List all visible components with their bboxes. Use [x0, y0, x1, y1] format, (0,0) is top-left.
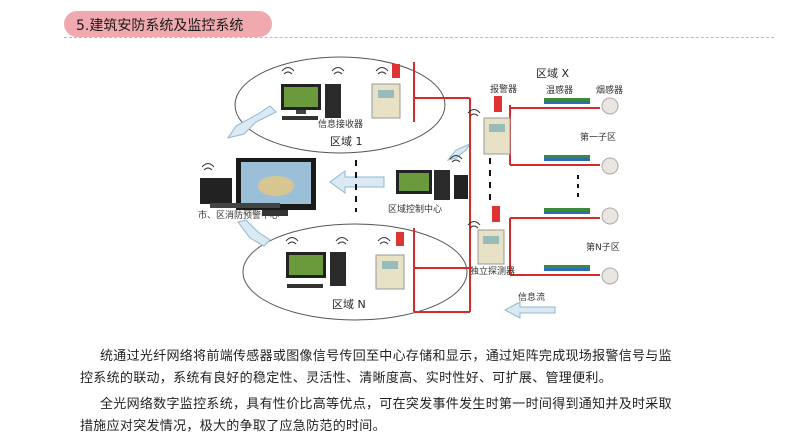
zone-n-ellipse — [242, 223, 468, 321]
title-divider — [64, 37, 774, 38]
body-paragraph-2-line-2: 措施应对突发情况，极大的争取了应急防范的时间。 — [80, 419, 386, 434]
arrow-to-city-bottom — [237, 219, 271, 247]
arrow-control-to-city — [329, 170, 385, 194]
arrow-info-flow — [503, 301, 556, 319]
security-system-diagram: 信息接收器 区域 1 区域 N 市、区消防预警中心 区域控制中心 — [198, 56, 623, 321]
independent-detector-label: 独立探测器 — [470, 265, 515, 277]
zone-1-ellipse — [234, 56, 446, 154]
city-center-label: 市、区消防预警中心 — [198, 209, 279, 221]
zone-n-receiver-panel — [375, 232, 405, 290]
body-paragraph-1-line-2: 控系统的联动，系统有良好的稳定性、灵活性、清晰度高、实时性好、可扩展、管理便利。 — [80, 371, 613, 386]
body-paragraph-1-line-1: 统通过光纤网络将前端传感器或图像信号传回至中心存储和显示，通过矩阵完成现场报警信… — [100, 349, 672, 364]
sub-zone-1-label: 第一子区 — [580, 131, 616, 143]
body-paragraph-2-line-1: 全光网络数字监控系统，具有性价比高等优点，可在突发事件发生时第一时间得到通知并及… — [100, 397, 672, 412]
zone-1-receiver-panel — [371, 64, 401, 119]
zone-n-label: 区域 N — [332, 298, 366, 311]
independent-detector — [477, 206, 505, 265]
smoke-sensor-label: 烟感器 — [596, 84, 623, 96]
zone-1-label: 区域 1 — [330, 135, 363, 148]
temp-sensor-label: 温感器 — [546, 84, 573, 96]
city-center-computer — [200, 158, 316, 216]
smoke-sensors — [601, 97, 619, 285]
alarm-label: 报警器 — [490, 83, 517, 95]
zone-x-label: 区域 X — [536, 67, 569, 80]
alarm-device-top — [483, 96, 511, 155]
area-control-center — [396, 170, 468, 200]
wireless-signal-icons — [201, 67, 481, 245]
zone-1-computer — [281, 84, 341, 120]
section-title: 5.建筑安防系统及监控系统 — [76, 18, 244, 34]
red-wiring — [413, 62, 600, 313]
area-control-label: 区域控制中心 — [388, 203, 442, 215]
zone-n-computer — [286, 252, 346, 288]
info-flow-label: 信息流 — [518, 291, 545, 303]
temp-sensor-strips — [544, 98, 590, 271]
info-receiver-label: 信息接收器 — [318, 118, 363, 130]
section-title-badge — [64, 11, 272, 37]
arrow-to-city-top — [226, 105, 277, 139]
sub-zone-n-label: 第N子区 — [586, 241, 620, 253]
